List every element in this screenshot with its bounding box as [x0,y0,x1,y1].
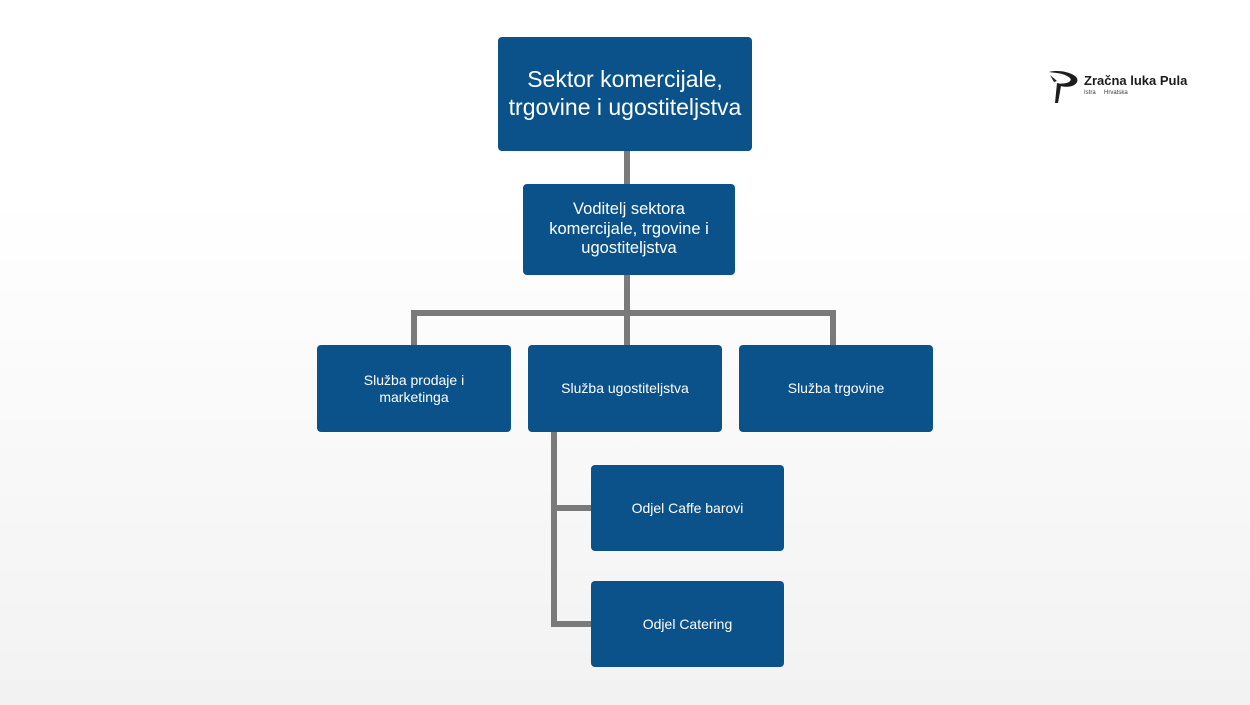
org-node-head-label: Voditelj sektora komercijale, trgovine i… [549,199,709,258]
logo-region: Istra [1084,90,1096,96]
logo-country: Hrvatska [1104,90,1128,96]
org-node-service-sales-marketing[interactable]: Služba prodaje i marketinga [317,345,511,432]
bird-logo-icon [1049,71,1078,103]
org-node-service-label: Služba ugostiteljstva [561,380,689,397]
org-node-department-label: Odjel Caffe barovi [631,499,744,516]
org-node-service-label: Služba trgovine [787,380,885,397]
airport-logo: Zračna luka Pula Istra Hrvatska [1048,70,1188,106]
org-node-root[interactable]: Sektor komercijale, trgovine i ugostitel… [498,37,752,151]
logo-name: Zračna luka Pula [1084,73,1188,88]
org-node-service-label: Služba prodaje i marketinga [363,371,465,405]
org-node-department-caffe-bars[interactable]: Odjel Caffe barovi [591,465,784,551]
org-node-department-catering[interactable]: Odjel Catering [591,581,784,667]
org-node-department-label: Odjel Catering [642,615,733,632]
org-node-root-label: Sektor komercijale, trgovine i ugostitel… [508,66,742,120]
org-node-service-hospitality[interactable]: Služba ugostiteljstva [528,345,722,432]
org-node-service-retail[interactable]: Služba trgovine [739,345,933,432]
org-node-head[interactable]: Voditelj sektora komercijale, trgovine i… [523,184,735,275]
